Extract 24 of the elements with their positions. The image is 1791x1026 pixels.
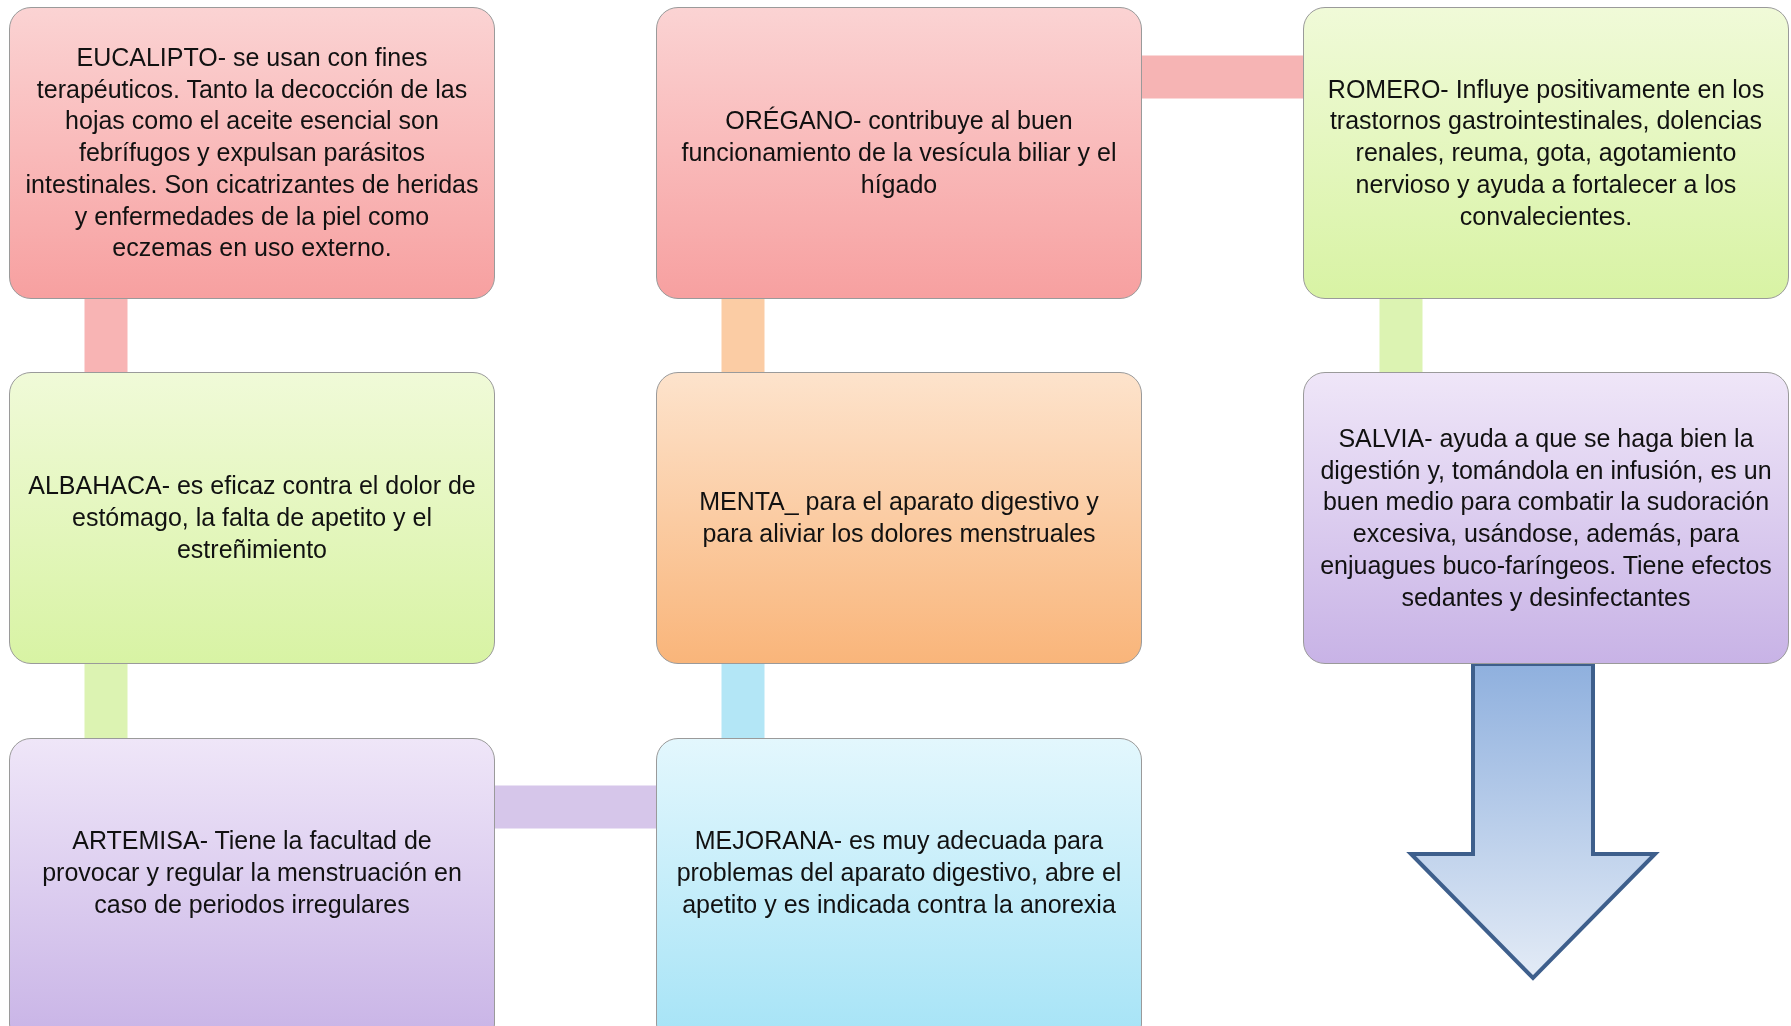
description-text: EUCALIPTO- se usan con fines terapéuticos. Tanto la decocción de las hojas como el aceite esencial son febrífugos y expulsan parásitos intestinales. Son cicatrizantes de heridas y enfermedades de la piel como eczemas en uso externo.	[24, 41, 480, 264]
description-text: ROMERO- Influye positivamente en los trastornos gastrointestinales, dolencias renales, reuma, gota, agotamiento nervioso y ayuda a fortalecer a los convalecientes.	[1326, 73, 1766, 232]
text-box	[9, 7, 495, 299]
description-text: ALBAHACA- es eficaz contra el dolor de estómago, la falta de apetito y el estreñimiento	[27, 470, 477, 565]
description-text: MEJORANA- es muy adecuada para problemas del aparato digestivo, abre el apetito y es indicada contra la anorexia	[675, 825, 1123, 920]
connector-band	[721, 299, 765, 372]
description-text: ORÉGANO- contribuye al buen funcionamiento de la vesícula biliar y el hígado	[680, 105, 1118, 200]
description-text: SALVIA- ayuda a que se haga bien la digestión y, tomándola en infusión, es un buen medio para combatir la sudoración excesiva, usándose, además, para enjuagues buco-faríngeos. Tiene efectos sedantes y desinfectantes	[1319, 422, 1773, 613]
connector-band	[721, 664, 765, 738]
text-box	[656, 738, 1142, 1026]
connector-band	[84, 299, 128, 372]
connector-band	[1142, 55, 1303, 99]
text-box	[1303, 7, 1789, 299]
connector-band	[84, 664, 128, 738]
text-box	[9, 372, 495, 664]
text-box	[656, 7, 1142, 299]
description-text: ARTEMISA- Tiene la facultad de provocar y regular la menstruación en caso de periodos irregulares	[41, 825, 463, 920]
description-text: MENTA_ para el aparato digestivo y para aliviar los dolores menstruales	[698, 486, 1100, 549]
text-box	[9, 738, 495, 1026]
connector-band	[495, 785, 656, 829]
block-arrow	[1406, 662, 1660, 981]
text-box	[656, 372, 1142, 664]
text-box	[1303, 372, 1789, 664]
connector-band	[1379, 299, 1423, 372]
